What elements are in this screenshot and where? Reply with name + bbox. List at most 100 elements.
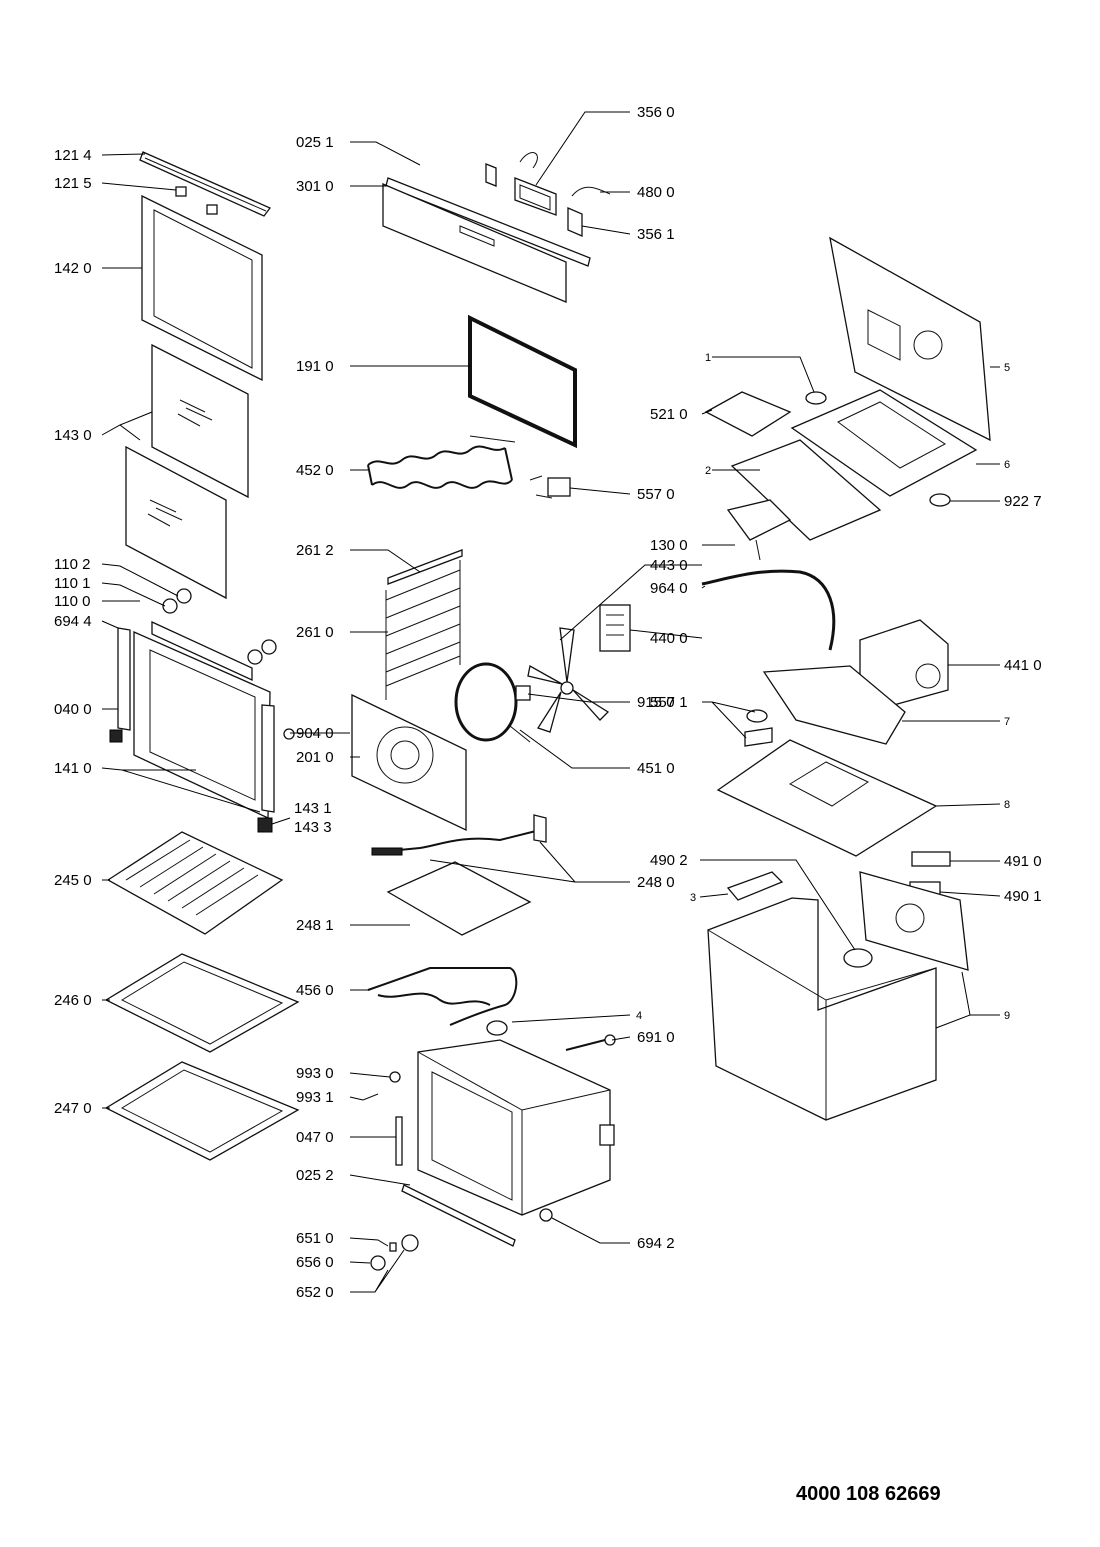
part-baking-tray-1	[104, 953, 300, 1053]
part-shelf-supports	[385, 549, 463, 700]
label-245-0: 245 0	[54, 872, 92, 889]
part-fan-blade	[527, 627, 610, 733]
label-356-0: 356 0	[637, 104, 675, 121]
label-141-0: 141 0	[54, 760, 92, 777]
label-443-0: 443 0	[650, 557, 688, 574]
label-9: 9	[1004, 1010, 1010, 1022]
part-bottom-heater	[367, 967, 518, 1026]
label-441-0: 441 0	[1004, 657, 1042, 674]
part-probe-cover	[386, 861, 532, 936]
part-thermal-fuse	[744, 709, 773, 747]
label-694-4: 694 4	[54, 613, 92, 630]
label-964-0: 964 0	[650, 580, 688, 597]
leader-lines	[101, 111, 1001, 1293]
part-labels: 121 4 121 5 142 0 143 0 110 2 110 1 110 …	[54, 104, 1042, 1301]
part-bottom-plate	[716, 739, 938, 857]
part-inner-door-glass-2	[125, 445, 227, 600]
label-301-0: 301 0	[296, 178, 334, 195]
part-door-top-trim	[139, 151, 272, 217]
label-691-0: 691 0	[637, 1029, 675, 1046]
part-door-inner-frame	[133, 620, 271, 820]
part-screws	[362, 1071, 401, 1101]
label-521-0: 521 0	[650, 406, 688, 423]
label-1: 1	[705, 352, 711, 364]
label-4: 4	[636, 1010, 642, 1022]
part-control-panel-strip	[385, 177, 591, 267]
label-694-2: 694 2	[637, 1235, 675, 1252]
label-490-2: 490 2	[650, 852, 688, 869]
part-washer	[929, 493, 951, 507]
part-foot	[539, 1208, 553, 1222]
label-480-0: 480 0	[637, 184, 675, 201]
label-247-0: 247 0	[54, 1100, 92, 1117]
label-201-0: 201 0	[296, 749, 334, 766]
label-040-0: 040 0	[54, 701, 92, 718]
part-grommet	[805, 391, 827, 405]
label-121-5: 121 5	[54, 175, 92, 192]
label-451-0: 451 0	[637, 760, 675, 777]
part-glass-spacers	[162, 588, 277, 665]
part-fan-motor	[599, 604, 631, 652]
label-248-0: 248 0	[637, 874, 675, 891]
label-130-0: 130 0	[650, 537, 688, 554]
part-duct	[762, 665, 906, 745]
label-047-0: 047 0	[296, 1129, 334, 1146]
label-248-1: 248 1	[296, 917, 334, 934]
label-191-0: 191 0	[296, 358, 334, 375]
label-440-0: 440 0	[650, 630, 688, 647]
label-452-0: 452 0	[296, 462, 334, 479]
part-top-plate	[790, 389, 978, 497]
label-557-1: 557 1	[650, 694, 688, 711]
label-3: 3	[690, 892, 696, 904]
label-143-1: 143 1	[294, 800, 332, 817]
label-110-1: 110 1	[54, 575, 90, 592]
label-110-0: 110 0	[54, 593, 90, 610]
label-025-2: 025 2	[296, 1167, 334, 1184]
label-6: 6	[1004, 459, 1010, 471]
label-456-0: 456 0	[296, 982, 334, 999]
part-side-strip	[395, 1116, 403, 1166]
label-656-0: 656 0	[296, 1254, 334, 1271]
label-993-1: 993 1	[296, 1089, 334, 1106]
part-fan-nut	[515, 685, 531, 701]
part-thermostat	[529, 475, 571, 499]
label-922-7: 922 7	[1004, 493, 1042, 510]
part-inner-door-glass-1	[151, 343, 249, 499]
label-261-2: 261 2	[296, 542, 334, 559]
part-display-module	[485, 152, 611, 237]
part-door-hinges	[109, 627, 295, 833]
label-490-1: 490 1	[1004, 888, 1042, 905]
label-5: 5	[1004, 362, 1010, 374]
label-143-3: 143 3	[294, 819, 332, 836]
label-2: 2	[705, 465, 711, 477]
part-meat-probe	[371, 814, 547, 856]
part-fan-cover-panel	[351, 693, 467, 832]
label-491-0: 491 0	[1004, 853, 1042, 870]
label-993-0: 993 0	[296, 1065, 334, 1082]
part-baking-tray-2	[104, 1061, 300, 1161]
part-bottom-strip	[401, 1184, 516, 1247]
part-control-panel	[382, 183, 567, 303]
part-switch	[726, 499, 792, 561]
part-lamp-socket	[565, 1034, 616, 1051]
label-143-0: 143 0	[54, 427, 92, 444]
label-652-0: 652 0	[296, 1284, 334, 1301]
part-door-gasket	[468, 314, 577, 449]
part-oven-cavity	[417, 1039, 615, 1216]
label-121-4: 121 4	[54, 147, 92, 164]
part-lamp	[486, 1020, 508, 1036]
label-7: 7	[1004, 716, 1010, 728]
label-904-0: 904 0	[296, 725, 334, 742]
label-142-0: 142 0	[54, 260, 92, 277]
part-circular-heater	[454, 662, 531, 743]
label-110-2: 110 2	[54, 556, 90, 573]
label-356-1: 356 1	[637, 226, 675, 243]
part-outer-door-glass	[141, 194, 263, 382]
part-knobs	[370, 1234, 419, 1271]
label-651-0: 651 0	[296, 1230, 334, 1247]
label-557-0: 557 0	[637, 486, 675, 503]
part-lamp-cover	[843, 948, 873, 968]
part-grill-heater	[367, 435, 516, 489]
document-number: 4000 108 62669	[796, 1483, 941, 1505]
